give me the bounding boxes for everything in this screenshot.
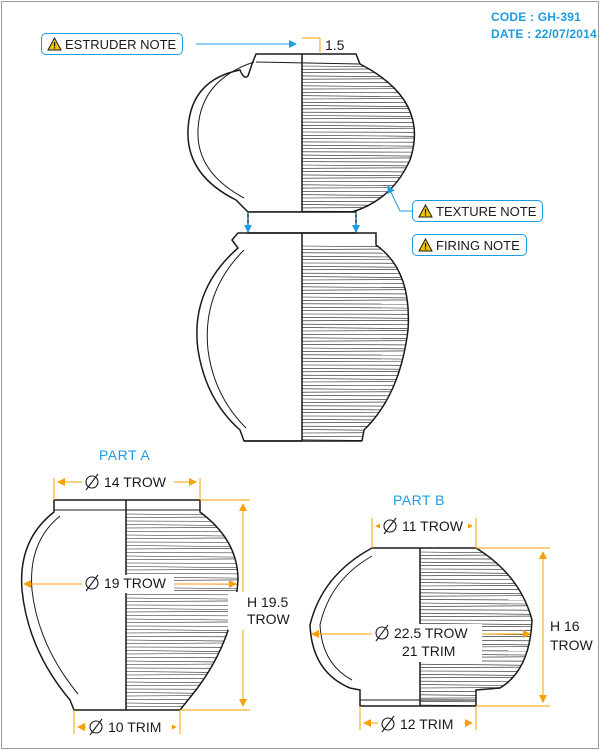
texture-hatch bbox=[126, 513, 238, 710]
svg-text:19 TROW: 19 TROW bbox=[104, 575, 167, 591]
lip-dim-label: 1.5 bbox=[325, 37, 345, 53]
texture-note[interactable]: TEXTURE NOTE bbox=[412, 200, 544, 222]
part-a-dimensions bbox=[23, 478, 250, 734]
svg-text:22.5 TROW: 22.5 TROW bbox=[394, 625, 468, 641]
texture-note-label: TEXTURE NOTE bbox=[436, 203, 537, 219]
diameter-icon bbox=[381, 717, 395, 731]
part-b-height: H 16 bbox=[550, 618, 580, 634]
diameter-icon bbox=[89, 720, 103, 734]
firing-note[interactable]: FIRING NOTE bbox=[412, 234, 527, 256]
part-a-title: PART A bbox=[99, 447, 151, 463]
svg-text:14 TROW: 14 TROW bbox=[104, 474, 167, 490]
texture-hatch bbox=[302, 245, 409, 441]
warning-icon bbox=[418, 204, 433, 218]
estruder-note[interactable]: ESTRUDER NOTE bbox=[41, 33, 184, 55]
warning-icon bbox=[418, 238, 433, 252]
part-a-mid-dia: 19 TROW bbox=[85, 574, 167, 592]
part-b-height-unit: TROW bbox=[550, 637, 594, 653]
warning-icon bbox=[47, 37, 62, 51]
code-label: CODE : GH-391 bbox=[491, 10, 581, 24]
diameter-icon bbox=[383, 519, 397, 533]
part-a-top-dia: 14 TROW bbox=[85, 473, 167, 491]
svg-text:10 TRIM: 10 TRIM bbox=[108, 719, 161, 735]
part-a-height-unit: TROW bbox=[247, 611, 291, 627]
diameter-icon bbox=[85, 576, 99, 590]
texture-hatch bbox=[302, 65, 415, 212]
part-b-base-dia: 12 TRIM bbox=[381, 715, 453, 733]
connector-plate bbox=[247, 211, 357, 234]
estruder-note-label: ESTRUDER NOTE bbox=[65, 36, 177, 52]
part-b-title: PART B bbox=[393, 492, 446, 508]
firing-note-label: FIRING NOTE bbox=[436, 237, 520, 253]
svg-text:12 TRIM: 12 TRIM bbox=[400, 716, 453, 732]
lip-dimension bbox=[302, 37, 321, 52]
part-a-height: H 19.5 bbox=[247, 594, 288, 610]
svg-text:11 TROW: 11 TROW bbox=[402, 518, 464, 534]
diameter-icon bbox=[375, 626, 389, 640]
part-b-top-dia: 11 TROW bbox=[383, 517, 464, 535]
top-lower-vessel bbox=[196, 232, 410, 442]
note-leaders bbox=[196, 40, 413, 233]
part-b-mid-dia-trim: 21 TRIM bbox=[402, 643, 455, 659]
part-b-mid-dia: 22.5 TROW 21 TRIM bbox=[375, 624, 468, 659]
date-label: DATE : 22/07/2014 bbox=[491, 27, 597, 41]
top-upper-vessel bbox=[187, 53, 416, 213]
diameter-icon bbox=[85, 475, 99, 489]
part-a-base-dia: 10 TRIM bbox=[89, 718, 161, 736]
